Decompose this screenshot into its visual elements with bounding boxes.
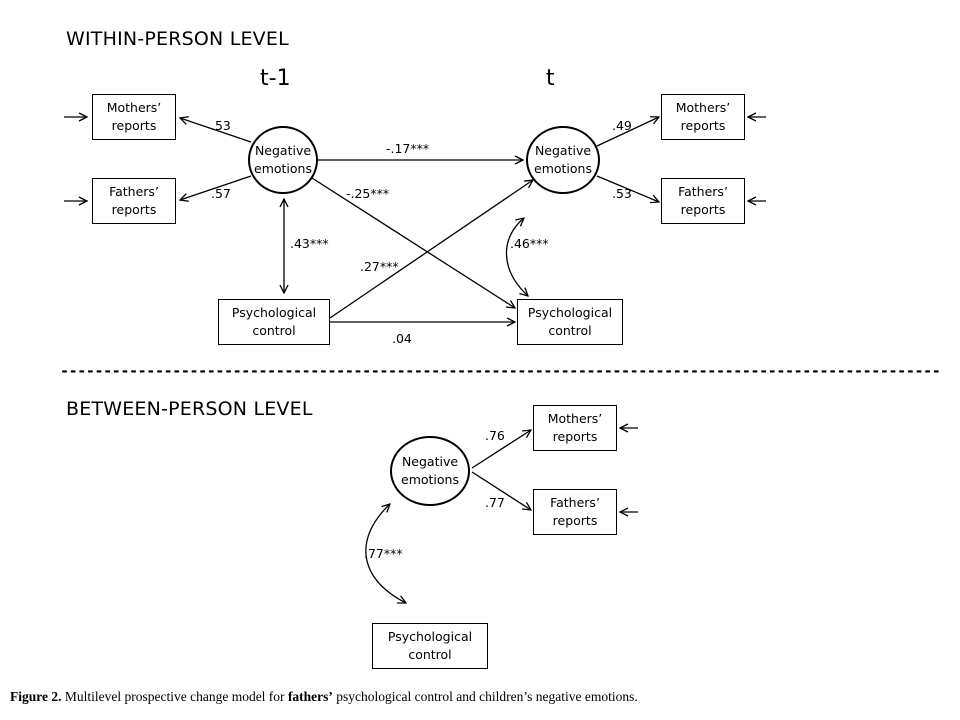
covariance-arrow bbox=[505, 218, 528, 296]
caption-text-b: psychological control and children’s neg… bbox=[332, 689, 638, 704]
psych-control-between: Psychological control bbox=[372, 623, 488, 669]
between-person-title: BETWEEN-PERSON LEVEL bbox=[66, 398, 313, 420]
path-pc-ne bbox=[329, 180, 533, 319]
mothers-reports-t: Mothers’ reports bbox=[661, 94, 745, 140]
within-person-title: WITHIN-PERSON LEVEL bbox=[66, 28, 289, 50]
mothers-reports-between: Mothers’ reports bbox=[533, 405, 617, 451]
fathers-reports-t: Fathers’ reports bbox=[661, 178, 745, 224]
loading-mothers-between: .76 bbox=[485, 428, 505, 443]
loading-fathers-t-minus-1: .57 bbox=[211, 186, 231, 201]
loading-path bbox=[471, 471, 531, 510]
loading-fathers-between: .77 bbox=[485, 495, 505, 510]
path-label-ne-pc: -.25*** bbox=[346, 186, 390, 201]
time-label-t-minus-1: t-1 bbox=[260, 66, 291, 91]
psych-control-t-minus-1: Psychological control bbox=[218, 299, 330, 345]
fathers-reports-between: Fathers’ reports bbox=[533, 489, 617, 535]
loading-path bbox=[596, 175, 659, 202]
covariance-t: .46*** bbox=[510, 236, 549, 251]
loading-mothers-t: .49 bbox=[612, 118, 632, 133]
psych-control-t: Psychological control bbox=[517, 299, 623, 345]
time-label-t: t bbox=[546, 66, 555, 91]
covariance-arrow bbox=[365, 504, 406, 603]
covariance-between: .77*** bbox=[364, 546, 403, 561]
caption-text-a: Multilevel prospective change model for bbox=[61, 689, 288, 704]
loading-path bbox=[471, 430, 531, 469]
loading-path bbox=[596, 117, 659, 147]
negative-emotions-between: Negative emotions bbox=[390, 436, 470, 506]
mothers-reports-t-minus-1: Mothers’ reports bbox=[92, 94, 176, 140]
loading-mothers-t-minus-1: .53 bbox=[211, 118, 231, 133]
loading-fathers-t: .53 bbox=[612, 186, 632, 201]
figure-caption: Figure 2. Multilevel prospective change … bbox=[10, 689, 638, 705]
path-label-pc-ne: .27*** bbox=[360, 259, 399, 274]
negative-emotions-t: Negative emotions bbox=[526, 126, 600, 194]
path-ne-pc bbox=[311, 177, 515, 308]
path-label-pc-pc: .04 bbox=[392, 331, 412, 346]
negative-emotions-t-minus-1: Negative emotions bbox=[248, 126, 318, 194]
fathers-reports-t-minus-1: Fathers’ reports bbox=[92, 178, 176, 224]
loading-path bbox=[180, 118, 252, 143]
path-label-ne-ne: -.17*** bbox=[386, 141, 430, 156]
covariance-t-minus-1: .43*** bbox=[290, 236, 329, 251]
level-divider: ----------------------------------------… bbox=[60, 362, 941, 380]
loading-path bbox=[180, 175, 252, 200]
caption-label: Figure 2. bbox=[10, 689, 62, 704]
caption-emphasis: fathers’ bbox=[287, 689, 333, 704]
